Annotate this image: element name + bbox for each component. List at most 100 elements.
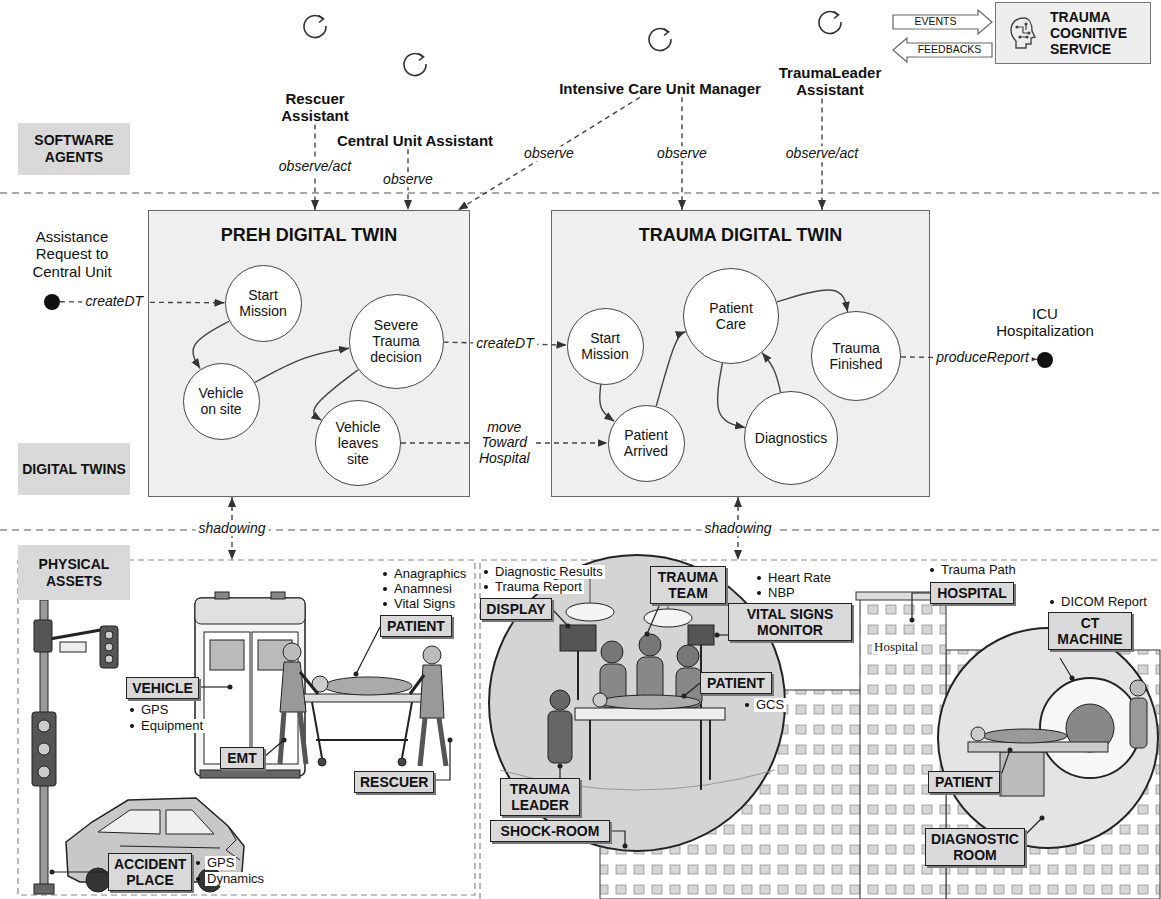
attribute-label: Trauma Path [939,563,1018,577]
leader-line [647,604,660,634]
callout-box: CT MACHINE [1048,612,1132,650]
leader-dot [448,738,453,743]
leader-line [52,593,1072,872]
brain-icon [1017,24,1029,37]
attribute-label: Equipment [139,719,205,733]
shock-room-scene [577,651,579,700]
connector-label-holder: observe/act [276,160,354,175]
leader-line [912,593,930,620]
crashed-car [98,810,160,834]
state-label: Start Mission [233,287,294,319]
callout-label: PATIENT [934,774,994,790]
brain-icon [1024,23,1027,26]
shock-room-scene [560,625,596,651]
connector-label: shadowing [196,521,269,536]
band-title: SOFTWARE AGENTS [22,132,126,166]
bullet-item: Dynamics [196,872,266,886]
connector-label: FEEDBACKS [917,44,983,56]
band-title: DIGITAL TWINS [22,461,126,478]
leader-line [52,871,108,872]
bullet-item: GCS [745,698,786,712]
leader-dot [1008,748,1013,753]
state-circle: Patient Care [683,268,779,364]
band-tab: DIGITAL TWINS [18,443,130,495]
connector-label: EVENTS [913,16,957,28]
connector-label: observe/act [276,160,354,175]
emt-figure [280,712,306,764]
traffic-light [60,642,86,652]
ambulance [200,770,300,778]
connector-label-holder: observe [654,146,710,161]
stretcher-patient [300,676,425,766]
callout-box: DIAGNOSTIC ROOM [925,828,1025,866]
band-separator [0,192,1161,193]
shock-room-scene [639,634,661,656]
band-tab: SOFTWARE AGENTS [18,123,130,175]
band-separator [0,193,1161,530]
bullet-item: Equipment [130,719,205,733]
ambulance [195,598,305,624]
leader-line [610,831,625,846]
ct-scene [1130,680,1146,696]
agent-name: Rescuer Assistant [255,90,375,125]
agent-name: TraumaLeader Assistant [770,64,890,99]
band-tab: PHYSICAL ASSETS [18,545,130,600]
connector-label-holder: move Toward Hospital [472,420,536,466]
traffic-light [32,712,56,786]
state-label: Severe Trauma decision [360,317,432,365]
callout-label: VITAL SIGNS MONITOR [734,606,846,638]
cycle-icon [815,8,845,38]
connector-label: produceReport [933,351,1032,366]
attribute-label: Heart Rate [766,571,833,585]
connector-label-holder: observe [521,146,577,161]
region-outline [18,560,1161,899]
bullet-item: Vital Signs [383,597,457,611]
connector-label: observe/act [783,147,861,162]
stretcher-patient [398,758,406,766]
callout-label: TRAUMA LEADER [506,781,574,813]
ambulance [195,592,305,778]
terminal-dot [44,294,60,310]
callout-box: HOSPITAL [930,582,1014,604]
traffic-light [34,884,54,894]
stretcher-patient [312,702,412,758]
attribute-label: Vital Signs [392,597,457,611]
state-label: Patient Care [693,300,770,332]
terminal-label: Assistance Request to Central Unit [17,228,127,280]
leader-dot [1040,816,1045,821]
state-label: Diagnostics [755,430,827,446]
state-label: Vehicle leaves site [328,419,389,467]
callout-label: TRAUMA TEAM [656,569,720,601]
connector-label-holder: FEEDBACKS [917,44,983,56]
callout-box: TRAUMA TEAM [650,566,726,604]
state-label: Trauma Finished [820,340,892,372]
bullet-item: GPS [130,703,170,717]
cycle-icon [404,54,426,76]
bullet-item: NBP [757,586,797,600]
cycle-icon [834,12,839,19]
ambulance [195,598,305,776]
traffic-light [38,720,50,732]
state-circle: Patient Arrived [608,405,685,482]
connector-label: createDT [473,336,537,351]
stretcher-patient [324,677,412,695]
band-title: PHYSICAL ASSETS [22,556,126,590]
callout-label: VEHICLE [132,680,193,696]
attribute-label: GCS [754,698,786,712]
shock-room-scene [688,625,714,645]
callout-label: SHOCK-ROOM [496,823,604,839]
callout-box: PATIENT [380,615,452,637]
cycle-icon [400,50,430,80]
bullet-dot [757,591,761,595]
agent-name: Central Unit Assistant [325,132,505,149]
traffic-light [105,631,113,639]
leader-dot [282,738,287,743]
leader-dot [50,618,1075,875]
brain-icon [1015,26,1018,29]
stretcher-patient [318,758,326,766]
leader-line [684,683,700,696]
rescuer-figure [410,646,446,766]
attribute-label: DICOM Report [1059,595,1149,609]
emt-figure [283,643,301,661]
